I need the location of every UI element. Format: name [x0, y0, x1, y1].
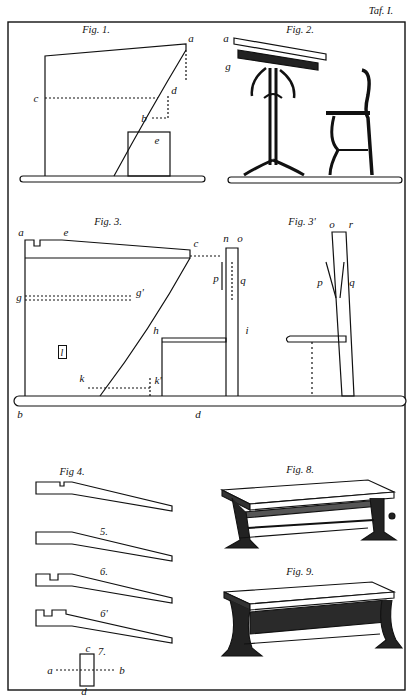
fig3-desk-and-bench-section: [14, 232, 406, 406]
part-letter: h: [153, 325, 159, 336]
part-letter: o: [237, 233, 243, 244]
part-letter: g: [225, 61, 231, 72]
figure-caption: 7.: [98, 647, 106, 658]
box-letter: l: [59, 348, 66, 358]
figure-caption: Fig. 3': [288, 217, 315, 228]
part-letter: g: [16, 292, 22, 303]
figure-caption: Fig 4.: [59, 467, 84, 478]
part-letter: d: [171, 85, 177, 96]
part-letter: a: [223, 33, 229, 44]
part-letter: k: [80, 373, 85, 384]
figure-caption: Fig. 2.: [286, 25, 314, 36]
part-letter: p: [317, 277, 323, 288]
part-letter: c: [194, 238, 199, 249]
figure-caption: 5.: [100, 527, 108, 538]
marked-box: l: [58, 345, 67, 359]
figure-caption: Taf. I.: [369, 6, 393, 17]
part-letter: d: [81, 686, 87, 697]
desk-top-profiles: [36, 482, 172, 643]
part-letter: q: [240, 275, 246, 286]
part-letter: r: [349, 219, 353, 230]
part-letter: a: [188, 33, 194, 44]
part-letter: b: [141, 113, 147, 124]
part-letter: c: [86, 643, 91, 654]
part-letter: n: [223, 233, 229, 244]
part-letter: g': [136, 287, 144, 298]
part-letter: d: [195, 409, 201, 420]
fig1-desk-section: [20, 44, 205, 182]
part-letter: b: [119, 665, 125, 676]
part-letter: e: [155, 135, 160, 146]
figure-caption: Fig. 3.: [94, 217, 122, 228]
figure-caption: Fig. 8.: [286, 465, 314, 476]
figure-caption: 6.: [100, 567, 108, 578]
part-letter: k': [154, 375, 161, 386]
fig8-desk-bench: [222, 480, 396, 548]
fig7-cross-section: [56, 654, 116, 686]
part-letter: p: [213, 273, 219, 284]
part-letter: a: [47, 665, 53, 676]
part-letter: b: [17, 409, 23, 420]
part-letter: q: [349, 277, 355, 288]
figure-caption: Fig. 9.: [286, 567, 314, 578]
fig9-desk-bench: [222, 582, 402, 656]
figure-caption: 6': [100, 609, 108, 620]
part-letter: c: [34, 93, 39, 104]
figure-caption: Fig. 1.: [82, 25, 110, 36]
part-letter: a: [18, 227, 24, 238]
fig2-desk-and-chair: [228, 38, 402, 183]
part-letter: e: [64, 227, 69, 238]
part-letter: i: [245, 325, 248, 336]
part-letter: o: [329, 219, 335, 230]
plate-frame: [8, 22, 405, 690]
